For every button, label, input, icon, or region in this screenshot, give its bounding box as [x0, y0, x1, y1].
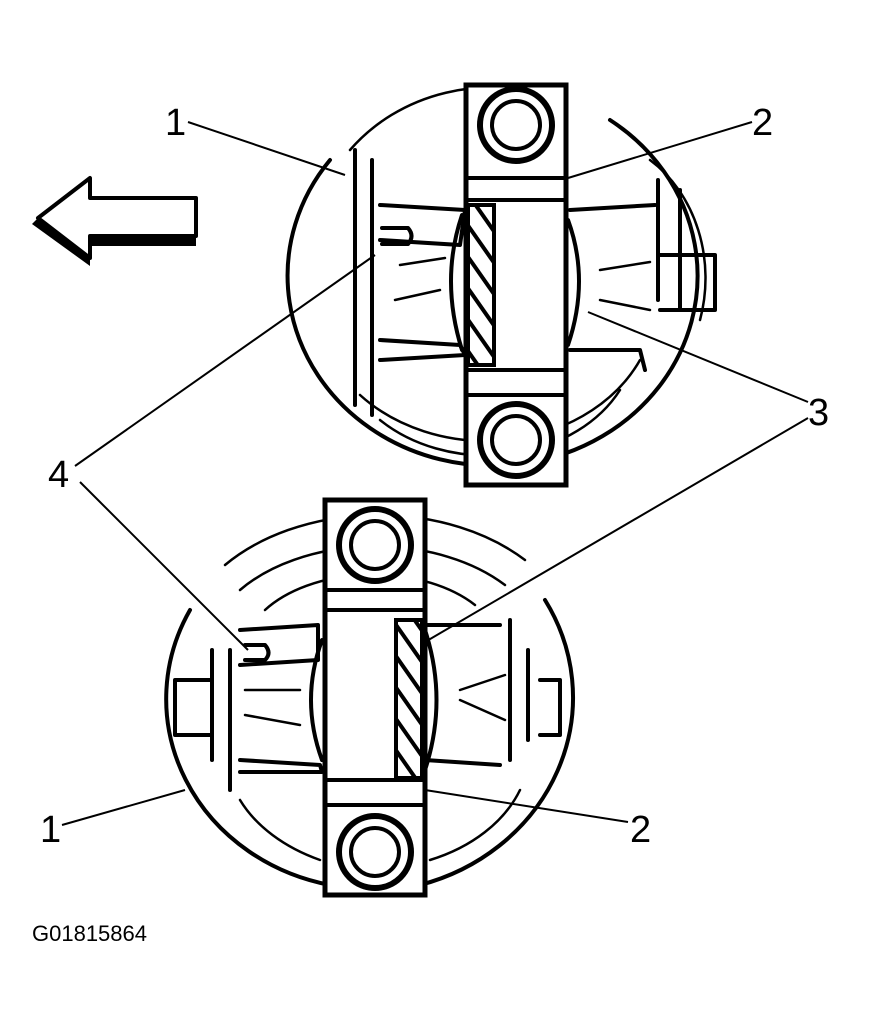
left-arrow-icon — [32, 176, 198, 266]
callout-label-2-top: 2 — [752, 102, 773, 144]
top-assembly — [285, 82, 717, 488]
callout-label-1-top: 1 — [165, 102, 186, 144]
leader-lines — [61, 121, 809, 826]
callout-label-3: 3 — [808, 392, 829, 434]
figure-code: G01815864 — [32, 921, 147, 946]
callout-label-1-bottom: 1 — [40, 809, 61, 851]
callout-label-4: 4 — [48, 454, 69, 496]
bottom-assembly — [164, 497, 576, 898]
callout-label-2-bottom: 2 — [630, 809, 651, 851]
